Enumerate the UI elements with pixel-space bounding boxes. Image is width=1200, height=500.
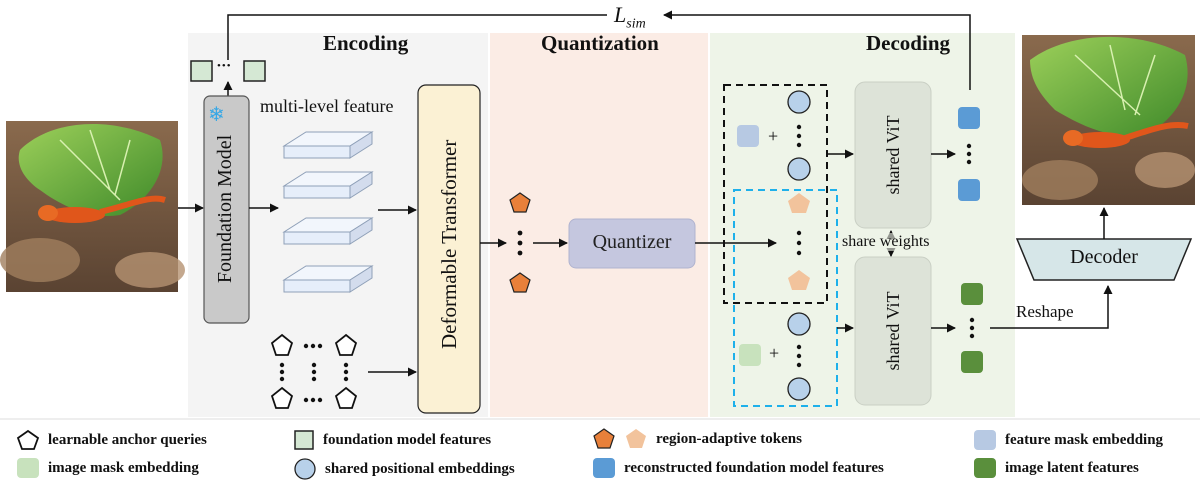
foundation-model-label: Foundation Model: [214, 134, 236, 284]
circle-icon: [294, 458, 316, 480]
top-input-group: [723, 84, 828, 304]
token-dots: [517, 230, 523, 256]
image-mask-embedding: [739, 344, 761, 366]
reconstructed-feature: [958, 179, 980, 201]
blue-mask-square-icon: [974, 430, 996, 450]
green-square-icon: [294, 430, 314, 450]
anchor-query-grid: [270, 333, 358, 409]
region-token: [509, 192, 531, 213]
multi-level-feature-stack: [282, 131, 374, 293]
fm-feature-square: [243, 60, 266, 82]
decoder-label: Decoder: [1070, 246, 1138, 268]
dark-green-square-icon: [974, 458, 996, 478]
pentagon-outline-icon: [16, 429, 40, 450]
legend-image-mask: image mask embedding: [16, 457, 199, 479]
pentagon-pair-icon: [593, 428, 646, 449]
positional-embedding: [787, 157, 811, 181]
image-latent-feature: [961, 351, 983, 373]
anchor-dots: [279, 343, 349, 403]
share-weights-label: share weights: [842, 233, 930, 251]
input-image: [0, 121, 185, 292]
decoder-box: [1015, 238, 1193, 281]
shared-vit-bottom-label: shared ViT: [883, 291, 903, 371]
reconstructed-feature: [958, 107, 980, 129]
feature-slab: [282, 265, 374, 293]
positional-embedding: [787, 377, 811, 401]
deformable-transformer-box: [417, 84, 481, 414]
feature-slab: [282, 217, 374, 245]
legend-anchor-queries: learnable anchor queries: [16, 429, 207, 451]
legend-latent: image latent features: [973, 457, 1139, 479]
legend-feature-mask: feature mask embedding: [973, 429, 1163, 451]
shared-vit-bottom: [854, 256, 932, 406]
loss-label: Lsim: [614, 2, 646, 32]
legend-reconstructed: reconstructed foundation model features: [592, 457, 884, 479]
legend-foundation-features: foundation model features: [293, 429, 491, 451]
anchor-query: [334, 333, 358, 356]
output-image: [1022, 35, 1195, 205]
feature-mask-embedding: [737, 125, 759, 147]
positional-embedding: [787, 90, 811, 114]
reshape-label: Reshape: [1016, 302, 1074, 321]
foundation-model-box: [203, 95, 250, 324]
decoding-title: Decoding: [866, 31, 950, 55]
multi-level-feature-label: multi-level feature: [260, 96, 394, 116]
shared-vit-top: [854, 81, 932, 229]
quantization-title: Quantization: [541, 31, 659, 55]
legend-positional: shared positional embeddings: [293, 457, 515, 481]
blue-square-icon: [593, 458, 615, 478]
region-token: [509, 272, 531, 293]
positional-embedding: [787, 312, 811, 336]
fm-ellipsis: •••: [217, 60, 232, 72]
deformable-transformer-label: Deformable Transformer: [437, 139, 461, 349]
plus-sign-bottom: +: [769, 343, 780, 363]
plus-sign-top: +: [768, 126, 779, 146]
encoding-title: Encoding: [323, 31, 409, 55]
feature-slab: [282, 131, 374, 159]
anchor-query: [270, 386, 294, 409]
feature-slab: [282, 171, 374, 199]
green-mask-square-icon: [17, 458, 39, 478]
anchor-query: [270, 333, 294, 356]
bottom-input-group: [733, 189, 838, 407]
quantizer-label: Quantizer: [592, 231, 672, 253]
anchor-query: [334, 386, 358, 409]
region-token-light: [788, 270, 810, 290]
legend-region-tokens: region-adaptive tokens: [592, 427, 802, 451]
image-latent-feature: [961, 283, 983, 305]
snowflake-icon: ❄: [208, 104, 225, 126]
region-token-light: [788, 193, 810, 213]
shared-vit-top-label: shared ViT: [883, 115, 903, 195]
fm-feature-square: [190, 60, 213, 82]
